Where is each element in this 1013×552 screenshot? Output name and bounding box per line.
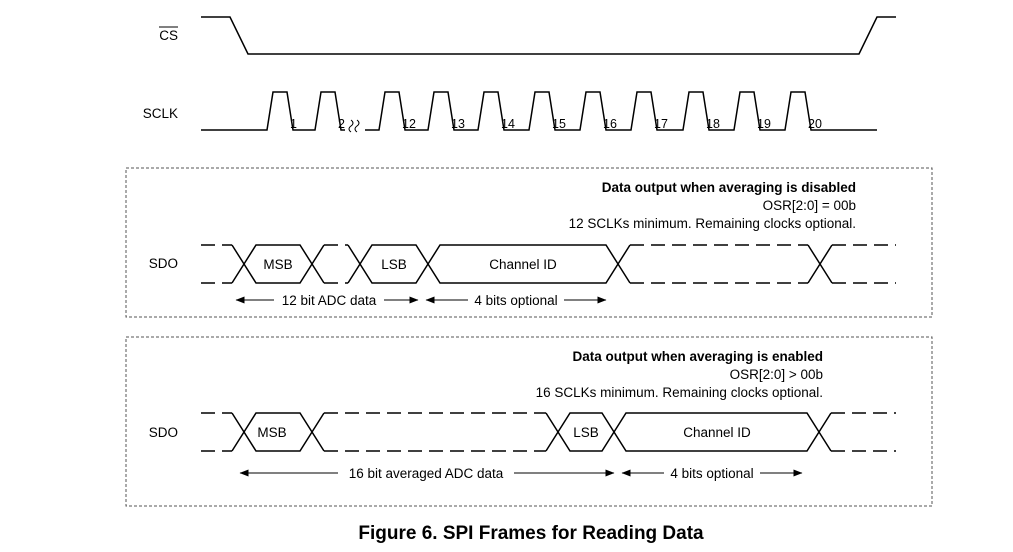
sclk-waveform [201, 91, 877, 131]
span-4bits-optional-label-disabled: 4 bits optional [474, 293, 557, 308]
sclk-pulse-label: 17 [654, 117, 668, 131]
sclk-pulse-label: 20 [808, 117, 822, 131]
sclk-pulse-label: 18 [706, 117, 720, 131]
sclk-pulse-label: 19 [757, 117, 771, 131]
frame-averaging-enabled-box [125, 336, 933, 507]
sdo-disabled-channel-id-label: Channel ID [489, 257, 557, 272]
sdo-enabled-lsb-label: LSB [573, 425, 599, 440]
sdo-waveform-enabled [201, 412, 896, 452]
frame-enabled-title: Data output when averaging is enabled [572, 349, 823, 364]
span-16bit-data-label: 16 bit averaged ADC data [349, 466, 504, 481]
sclk-pulse-label: 13 [451, 117, 465, 131]
sclk-pulse-label: 15 [552, 117, 566, 131]
sclk-signal-label: SCLK [143, 106, 178, 121]
sdo-enabled-msb-label: MSB [257, 425, 286, 440]
span-4bits-optional-label-enabled: 4 bits optional [670, 466, 753, 481]
sclk-pulse-label: 1 [290, 117, 297, 131]
sclk-pulse-label: 16 [603, 117, 617, 131]
sclk-pulse-label: 12 [402, 117, 416, 131]
frame-disabled-note: 12 SCLKs minimum. Remaining clocks optio… [569, 216, 856, 231]
sclk-pulse-label: 2 [338, 117, 345, 131]
sdo-disabled-lsb-label: LSB [381, 257, 407, 272]
sdo-waveform-disabled [201, 244, 896, 284]
cs-waveform [201, 16, 896, 55]
sclk-pulse-label: 14 [501, 117, 515, 131]
sclk-break-marker [348, 119, 360, 133]
frame-disabled-osr: OSR[2:0] = 00b [763, 198, 856, 213]
frame-enabled-osr: OSR[2:0] > 00b [730, 367, 823, 382]
figure-caption: Figure 6. SPI Frames for Reading Data [358, 523, 704, 544]
sdo-disabled-msb-label: MSB [263, 257, 292, 272]
frame-averaging-disabled-box [125, 167, 933, 318]
cs-signal-label: CS [159, 28, 178, 43]
sdo-enabled-channel-id-label: Channel ID [683, 425, 751, 440]
frame-disabled-title: Data output when averaging is disabled [602, 180, 856, 195]
frame-enabled-note: 16 SCLKs minimum. Remaining clocks optio… [536, 385, 823, 400]
sdo-signal-label-disabled: SDO [149, 256, 178, 271]
sdo-signal-label-enabled: SDO [149, 425, 178, 440]
span-12bit-data-label: 12 bit ADC data [282, 293, 377, 308]
